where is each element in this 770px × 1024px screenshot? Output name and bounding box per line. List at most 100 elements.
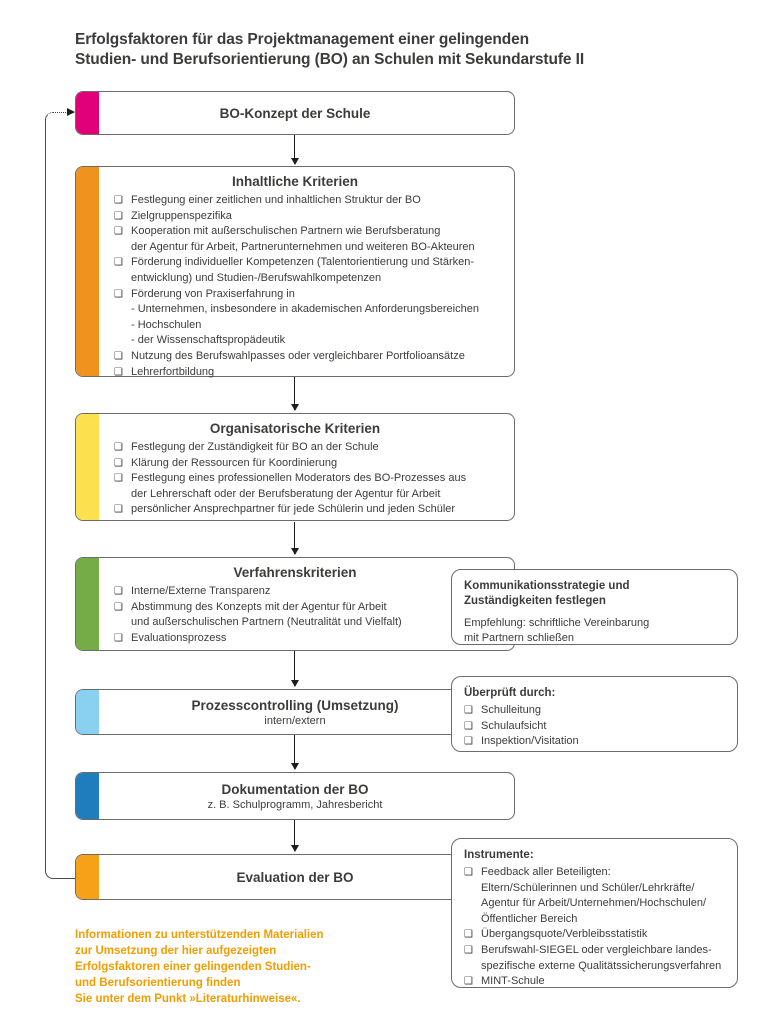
list-item: ❑ Förderung individueller Kompetenzen (T… xyxy=(114,255,506,286)
list-item-line: Schulleitung xyxy=(481,704,541,716)
list-item-line: Lehrerfortbildung xyxy=(131,365,215,378)
diagram-title-line-2: Studien- und Berufsorientierung (BO) an … xyxy=(75,51,585,68)
flow-box-bo-konzept: BO-Konzept der Schule xyxy=(75,91,515,135)
list-item-line: Festlegung eines professionellen Moderat… xyxy=(131,472,467,485)
list-item-line: Inspektion/Visitation xyxy=(481,735,579,748)
list-item: ❑ Übergangsquote/Verbleibsstatistik xyxy=(464,927,727,943)
arrow-down-icon xyxy=(291,404,299,411)
checkbox-bullet-icon: ❑ xyxy=(114,601,123,613)
list-item-line: Interne/Externe Transparenz xyxy=(131,585,271,597)
list-item-line: Übergangsquote/Verbleibsstatistik xyxy=(481,928,648,941)
list-item: ❑ Förderung von Praxiserfahrung in - Unt… xyxy=(114,287,506,349)
list-item-subline: - Unternehmen, insbesondere in akademisc… xyxy=(131,303,479,316)
arrow-down-icon xyxy=(291,158,299,165)
loop-arrow-right-icon xyxy=(67,108,75,116)
list-item-line: der Lehrerschaft oder der Berufsberatung… xyxy=(131,487,441,500)
criteria-list: ❑ Interne/Externe Transparenz ❑ Abstimmu… xyxy=(76,584,514,646)
footer-note-line: Erfolgsfaktoren einer gelingenden Studie… xyxy=(75,961,311,973)
color-bar-yellow xyxy=(76,414,99,520)
box-title: Verfahrenskriterien xyxy=(233,565,357,580)
checkbox-bullet-icon: ❑ xyxy=(114,257,123,269)
footer-note-line: und Berufsorientierung finden xyxy=(75,977,241,989)
checkbox-bullet-icon: ❑ xyxy=(464,736,473,748)
list-item-line: der Agentur für Arbeit, Partnerunternehm… xyxy=(131,240,475,253)
list-item: ❑ Klärung der Ressourcen für Koordinieru… xyxy=(114,456,506,472)
side-box-heading: Instrumente: xyxy=(464,849,534,861)
checkbox-bullet-icon: ❑ xyxy=(114,226,123,238)
box-title: Inhaltliche Kriterien xyxy=(231,174,359,189)
list-item: ❑ Interne/Externe Transparenz xyxy=(114,584,506,600)
list-item: ❑ Lehrerfortbildung xyxy=(114,365,506,381)
criteria-list: ❑ Festlegung einer zeitlichen und inhalt… xyxy=(76,193,514,380)
box-subtitle: intern/extern xyxy=(264,714,326,727)
box-subtitle: z. B. Schulprogramm, Jahresbericht xyxy=(207,798,383,811)
list-item-line: Zielgruppenspezifika xyxy=(131,209,232,222)
list-item-line: spezifische externe Qualitätssicherungsv… xyxy=(481,959,722,972)
checkbox-bullet-icon: ❑ xyxy=(464,944,473,956)
arrow-down-connector xyxy=(291,377,299,411)
list-item: ❑ Nutzung des Berufswahlpasses oder verg… xyxy=(114,349,506,365)
list-item-line: Evaluationsprozess xyxy=(131,631,227,644)
side-box-heading-line: Zuständigkeiten festlegen xyxy=(464,595,606,607)
arrow-down-icon xyxy=(291,680,299,687)
list-item: ❑ Zielgruppenspezifika xyxy=(114,209,506,225)
flow-box-verfahrenskriterien: Verfahrenskriterien ❑ Interne/Externe Tr… xyxy=(75,557,515,651)
color-bar-orange xyxy=(76,167,99,376)
side-box-ueberprueft-durch: Überprüft durch: ❑ Schulleitung ❑ Schula… xyxy=(451,676,738,752)
list-item: ❑ Evaluationsprozess xyxy=(114,631,506,647)
checkbox-bullet-icon: ❑ xyxy=(464,705,473,716)
list-item: ❑ Berufswahl-SIEGEL oder vergleichbare l… xyxy=(464,943,727,974)
box-title: Organisatorische Kriterien xyxy=(209,421,381,436)
list-item-line: Berufswahl-SIEGEL oder vergleichbare lan… xyxy=(481,943,712,956)
box-title: Prozesscontrolling (Umsetzung) xyxy=(191,697,399,713)
list-item: ❑ Festlegung eines professionellen Moder… xyxy=(114,471,506,502)
list-item-line: Feedback aller Beteiligten: xyxy=(481,866,611,878)
checkbox-bullet-icon: ❑ xyxy=(114,288,123,300)
footer-note-line: Sie unter dem Punkt »Literaturhinweise«. xyxy=(75,993,301,1005)
color-bar-lightblue xyxy=(76,690,99,734)
checkbox-bullet-icon: ❑ xyxy=(114,210,123,222)
side-box-kommunikationsstrategie: Kommunikationsstrategie und Zuständigkei… xyxy=(451,569,738,645)
arrow-down-connector xyxy=(291,135,299,165)
list-item: ❑ Festlegung der Zuständigkeit für BO an… xyxy=(114,440,506,456)
box-title: BO-Konzept der Schule xyxy=(219,105,371,121)
color-bar-blue xyxy=(76,773,99,819)
side-box-heading-line: Kommunikationsstrategie und xyxy=(464,580,630,592)
list-item: ❑ Schulleitung xyxy=(464,703,727,719)
checkbox-bullet-icon: ❑ xyxy=(114,350,123,362)
side-box-heading: Überprüft durch: xyxy=(464,687,556,699)
checkbox-bullet-icon: ❑ xyxy=(114,473,123,485)
list-item-line: Agentur für Arbeit/Unternehmen/Hochschul… xyxy=(481,897,707,910)
checkbox-bullet-icon: ❑ xyxy=(464,867,473,878)
list-item: ❑ MINT-Schule xyxy=(464,974,727,990)
list-item-line: Festlegung der Zuständigkeit für BO an d… xyxy=(131,441,379,453)
checkbox-bullet-icon: ❑ xyxy=(114,504,123,516)
flow-box-evaluation: Evaluation der BO xyxy=(75,854,515,900)
list-item-subline: - Hochschulen xyxy=(131,318,202,331)
diagram-title: Erfolgsfaktoren für das Projektmanagemen… xyxy=(75,30,715,70)
list-item: ❑ Festlegung einer zeitlichen und inhalt… xyxy=(114,193,506,209)
flow-box-organisatorische-kriterien: Organisatorische Kriterien ❑ Festlegung … xyxy=(75,413,515,521)
list-item-line: Festlegung einer zeitlichen und inhaltli… xyxy=(131,194,421,206)
flow-box-dokumentation: Dokumentation der BO z. B. Schulprogramm… xyxy=(75,772,515,820)
arrow-down-connector xyxy=(291,651,299,687)
list-item-subline: - der Wissenschaftspropädeutik xyxy=(131,334,286,347)
box-title: Dokumentation der BO xyxy=(221,781,369,797)
list-item: ❑ Feedback aller Beteiligten: Eltern/Sch… xyxy=(464,865,727,927)
list-item-line: Abstimmung des Konzepts mit der Agentur … xyxy=(131,600,387,613)
checkbox-bullet-icon: ❑ xyxy=(464,720,473,732)
arrow-down-icon xyxy=(291,763,299,770)
list-item: ❑ persönlicher Ansprechpartner für jede … xyxy=(114,502,506,518)
color-bar-orange-light xyxy=(76,855,99,899)
list-item: ❑ Kooperation mit außerschulischen Partn… xyxy=(114,224,506,255)
list-item: ❑ Abstimmung des Konzepts mit der Agentu… xyxy=(114,600,506,631)
list-item: ❑ Schulaufsicht xyxy=(464,719,727,735)
side-box-heading: Kommunikationsstrategie und Zuständigkei… xyxy=(464,579,727,609)
footer-note-line: Informationen zu unterstützenden Materia… xyxy=(75,929,324,941)
arrow-down-icon xyxy=(291,548,299,555)
checkbox-bullet-icon: ❑ xyxy=(114,457,123,469)
list-item-line: Nutzung des Berufswahlpasses oder vergle… xyxy=(131,349,465,362)
list-item-line: Förderung von Praxiserfahrung in xyxy=(131,287,295,300)
list-item-line: MINT-Schule xyxy=(481,975,545,988)
